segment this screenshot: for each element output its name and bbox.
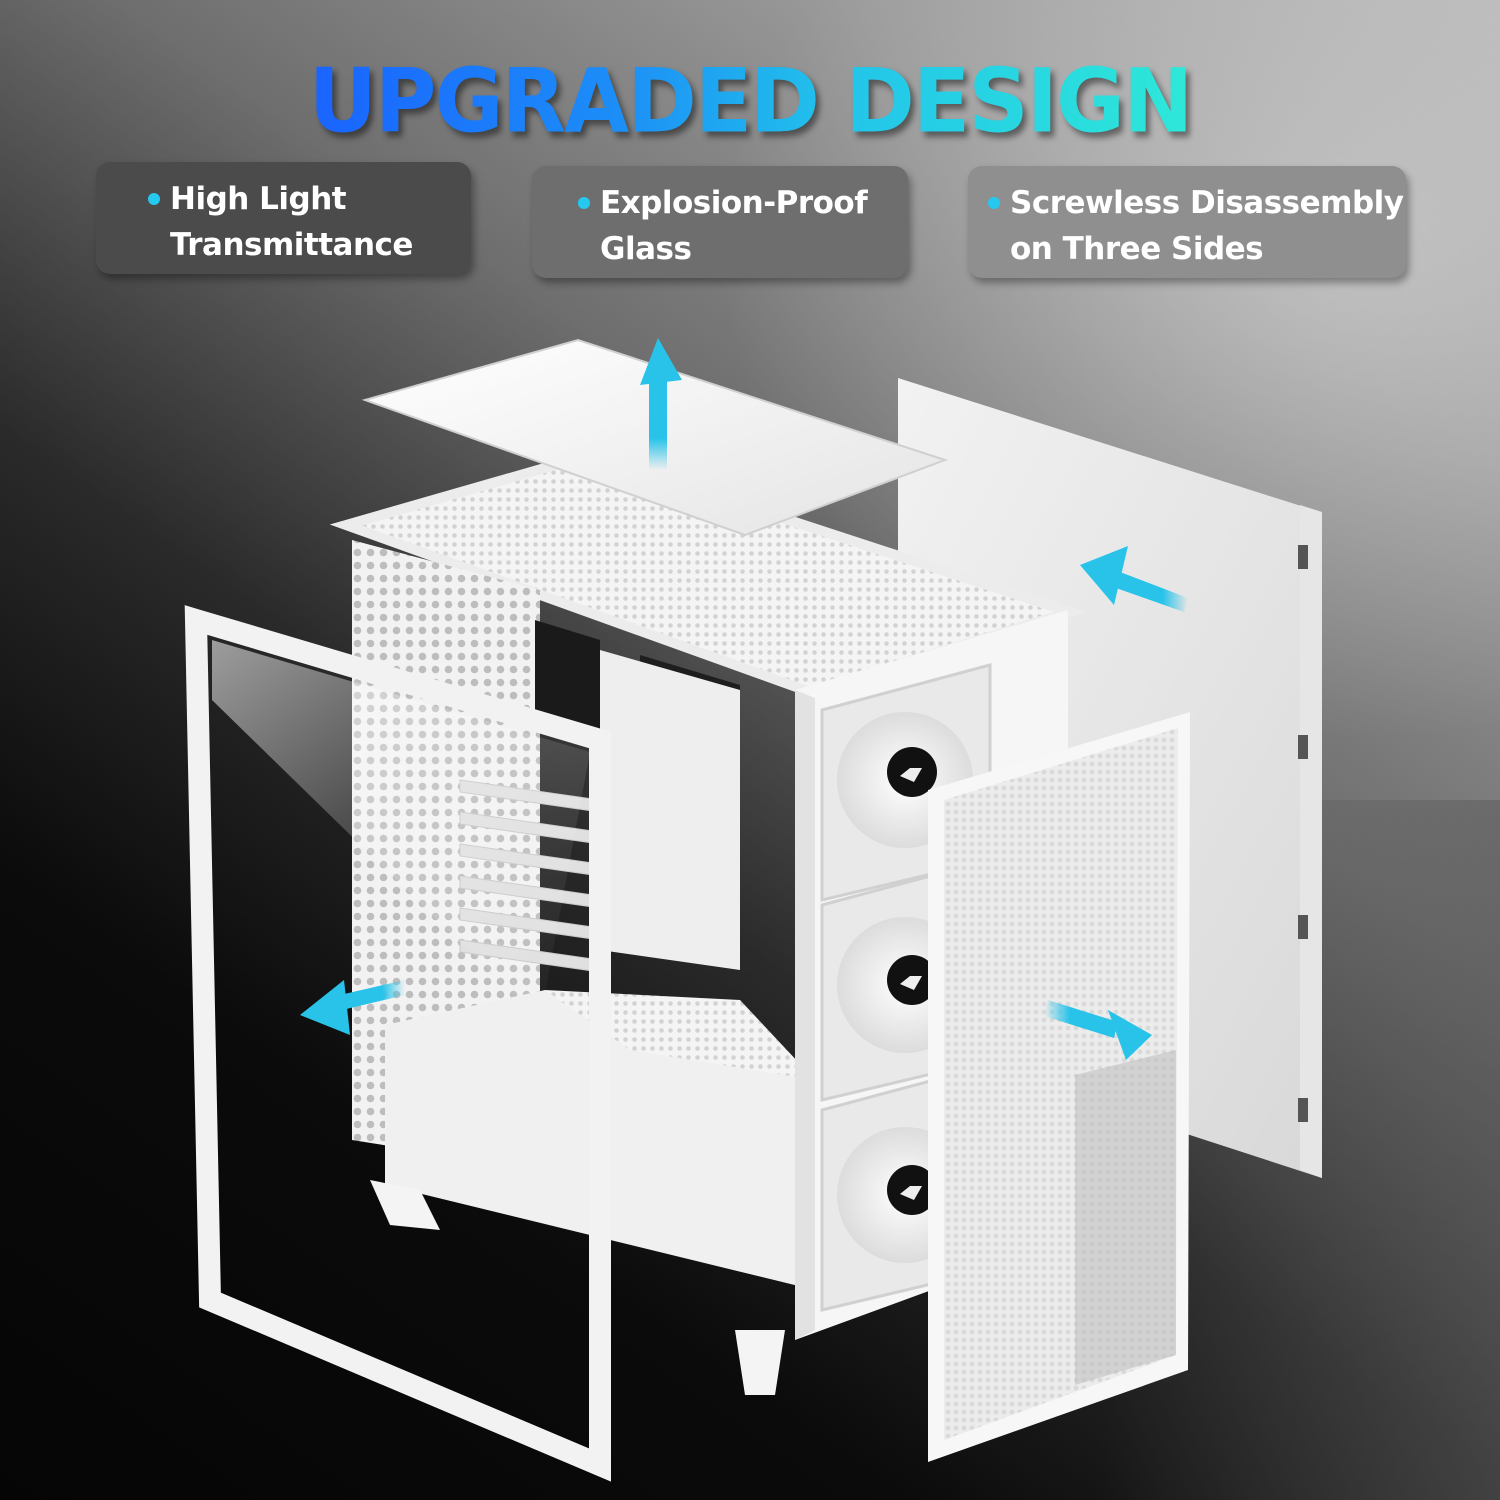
feature-line-2: Transmittance — [170, 227, 413, 263]
feature-line-1: Explosion-Proof — [600, 185, 868, 221]
front-mesh-panel — [928, 712, 1190, 1462]
feature-line-2: on Three Sides — [1010, 231, 1264, 267]
feature-line-1: Screwless Disassembly — [1010, 185, 1404, 221]
feature-line-2: Glass — [600, 231, 692, 267]
arrow-left-icon — [300, 980, 405, 1035]
arrow-left-back-icon — [1080, 546, 1188, 612]
feature-line-1: High Light — [170, 181, 347, 217]
feature-card-screwless: Screwless Disassembly on Three Sides — [968, 166, 1406, 278]
arrow-right-front-icon — [1044, 1000, 1152, 1060]
page-title: UPGRADED DESIGN — [308, 49, 1194, 153]
feature-card-light-transmittance: High Light Transmittance — [96, 162, 471, 274]
arrow-up-icon — [640, 338, 682, 470]
bullet-dot-icon — [148, 193, 160, 205]
bullet-dot-icon — [988, 197, 1000, 209]
bullet-dot-icon — [578, 197, 590, 209]
feature-card-explosion-proof: Explosion-Proof Glass — [532, 166, 908, 278]
left-glass-side-panel — [184, 605, 611, 1482]
